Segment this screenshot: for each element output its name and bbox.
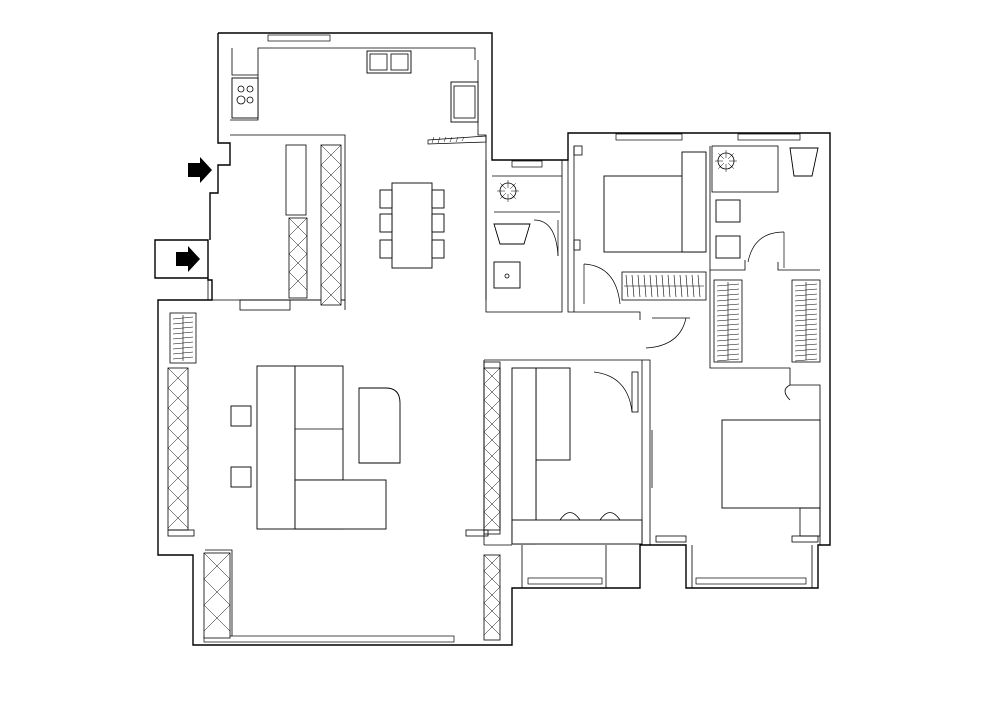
cabinet [483,554,501,641]
washbasin [493,261,521,289]
window-master [695,577,807,585]
entry-arrows [176,157,212,272]
window-kitchen [267,34,331,42]
dining-set [379,182,445,269]
bath-2 [711,145,819,268]
chair [431,239,445,259]
living-room [167,361,501,537]
chair [379,239,393,259]
wardrobe [621,271,707,301]
washbasin [715,199,741,223]
fridge [450,81,479,123]
window-bench [511,519,643,545]
wardrobe [713,279,743,363]
bath-1 [493,180,560,289]
chair [379,213,393,233]
chair [431,213,445,233]
outer-walls [154,32,831,646]
window-bath2 [737,133,801,141]
sink [366,50,412,74]
cabinet [203,552,231,639]
sofa-chaise [294,479,387,530]
ottoman [230,466,252,488]
study [511,367,643,545]
cabinet [288,217,308,299]
bed-headboard [681,151,707,253]
ottoman [230,405,252,427]
bedroom-1 [573,145,707,349]
window-bath1 [511,160,543,168]
window-study [527,577,603,585]
window-bedroom1 [615,133,683,141]
bed [721,419,821,509]
stove [231,77,259,119]
toilet [789,147,819,177]
toilet [493,223,531,245]
bookshelf [511,367,537,545]
cabinet [320,144,342,306]
side-table [358,387,401,464]
dining-table [391,182,433,269]
sofa [256,365,296,530]
master-bedroom [651,384,821,543]
desk [535,367,571,461]
storage-cabinets [167,144,501,641]
wardrobe [791,279,821,363]
washbasin [715,235,741,259]
wardrobe [169,312,197,364]
window-living [203,635,455,643]
entry-arrow-icon [188,157,212,183]
cabinet [167,367,189,531]
entry-arrow-icon [176,246,200,272]
chair [379,189,393,209]
cabinet [483,367,501,531]
chair [431,189,445,209]
windows [203,34,807,643]
entry-cabinet [239,144,307,311]
kitchen [231,50,487,145]
